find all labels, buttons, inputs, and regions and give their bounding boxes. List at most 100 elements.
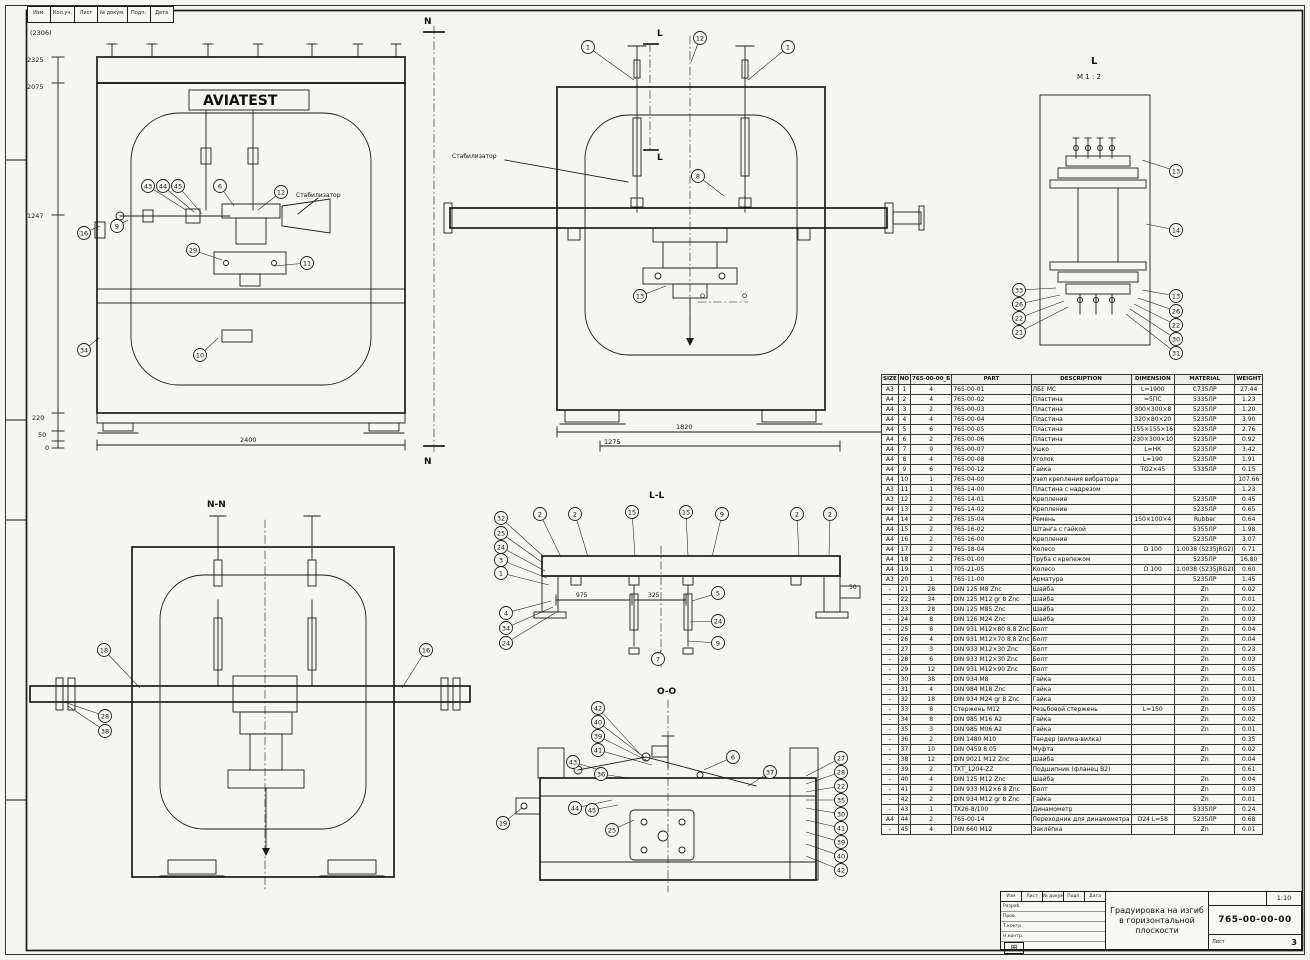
bom-cell: 3.90: [1234, 414, 1264, 425]
bom-cell: A4: [881, 394, 899, 405]
bom-cell: Колесо: [1030, 544, 1132, 555]
bom-cell: [1130, 614, 1176, 625]
bom-cell: D24 L=58: [1130, 814, 1176, 825]
bom-cell: 24: [897, 614, 912, 625]
bom-cell: Zn: [1174, 594, 1236, 605]
bom-cell: 8: [910, 614, 953, 625]
bom-cell: 3: [910, 644, 953, 655]
bom-cell: 8: [897, 454, 912, 465]
bom-cell: 12: [897, 494, 912, 505]
bom-cell: 8: [910, 624, 953, 635]
rev-cell: Подп.: [128, 7, 151, 22]
bom-cell: D 100: [1130, 544, 1176, 555]
bom-cell: -: [881, 714, 899, 725]
bom-cell: 765-14-02: [951, 504, 1032, 515]
bom-cell: 4: [910, 824, 953, 835]
bom-cell: 5235ЛР: [1174, 454, 1236, 465]
bom-cell: -: [881, 664, 899, 675]
bom-cell: ТХТ_1204-ZZ: [951, 764, 1032, 775]
bom-cell: A4: [881, 554, 899, 565]
tb-col: № докум.: [1043, 892, 1064, 901]
bom-cell: 2: [897, 394, 912, 405]
scale-spacer: [1209, 892, 1267, 905]
bom-cell: Колесо: [1030, 564, 1132, 575]
bom-cell: 4: [910, 394, 953, 405]
front-view: [51, 25, 445, 453]
bom-cell: Rubber: [1174, 514, 1236, 525]
bom-cell: 40: [897, 774, 912, 785]
bom-cell: 10: [897, 474, 912, 485]
bom-cell: Муфта: [1030, 744, 1132, 755]
bom-cell: [1130, 474, 1176, 485]
bom-cell: 4: [910, 384, 953, 395]
bom-cell: [1130, 654, 1176, 665]
bom-cell: 0.65: [1234, 504, 1264, 515]
bom-cell: Zn: [1174, 684, 1236, 695]
bom-cell: 320×80×20: [1130, 414, 1176, 425]
bom-cell: -: [881, 734, 899, 745]
bom-cell: Zn: [1174, 614, 1236, 625]
title-block-right: 1:10 765-00-00-00 Лист 3: [1209, 892, 1301, 949]
tb-col: Подп.: [1064, 892, 1085, 901]
bom-cell: -: [881, 594, 899, 605]
rev-cell: Лист: [75, 7, 98, 22]
bom-cell: Гайка: [1030, 464, 1132, 475]
bom-cell: 765-16-00: [951, 534, 1032, 545]
bom-cell: 38: [910, 674, 953, 685]
drawing-title-line2: в горизонтальной плоскости: [1119, 915, 1195, 935]
bom-header-cell: MATERIAL: [1174, 374, 1236, 385]
bom-cell: 39: [897, 764, 912, 775]
bom-cell: 6: [897, 434, 912, 445]
bom-cell: 765-00-12: [951, 464, 1032, 475]
bom-cell: 26: [897, 634, 912, 645]
bom-cell: 5235ЛР: [1174, 444, 1236, 455]
bom-cell: С735ЛР: [1174, 384, 1236, 395]
bom-cell: 33: [897, 704, 912, 715]
bom-cell: Шайба: [1030, 774, 1132, 785]
bom-cell: ЛБЕ МС: [1030, 384, 1132, 395]
bom-cell: 1: [910, 574, 953, 585]
bom-cell: A4: [881, 454, 899, 465]
bom-cell: [1174, 734, 1236, 745]
bom-cell: DIN 9021 M12 Znc: [951, 754, 1032, 765]
bom-cell: DIN 985 M06 A2: [951, 724, 1032, 735]
document-number: 765-00-00-00: [1209, 906, 1301, 935]
bom-cell: A4: [881, 404, 899, 415]
bom-cell: 2: [910, 764, 953, 775]
bom-cell: Подшипник (фланец В2): [1030, 764, 1132, 775]
bom-cell: A4: [881, 434, 899, 445]
bom-cell: [1174, 474, 1236, 485]
bom-cell: A4: [881, 544, 899, 555]
bom-cell: [1130, 554, 1176, 565]
tb-row-label: Н.контр.: [1001, 932, 1105, 942]
bom-cell: 0.64: [1234, 514, 1264, 525]
bom-cell: Пластина: [1030, 394, 1132, 405]
bom-cell: 4: [910, 774, 953, 785]
bom-cell: L=НК: [1130, 444, 1176, 455]
bom-cell: 0.23: [1234, 644, 1264, 655]
bom-cell: [1130, 684, 1176, 695]
bom-cell: Шайба: [1030, 754, 1132, 765]
bom-header-cell: 765-00-00_Б: [910, 374, 953, 385]
company-logo-icon: ⊞: [1004, 942, 1024, 954]
bom-cell: 765-14-00: [951, 484, 1032, 495]
scale-value: 1:10: [1276, 894, 1292, 902]
bom-cell: Резьбовой стержень: [1030, 704, 1132, 715]
bom-cell: Zn: [1174, 604, 1236, 615]
bom-cell: DIN 125 M85 Znc: [951, 604, 1032, 615]
bom-cell: DIN 931 M12×80 8.8 Znc: [951, 624, 1032, 635]
bom-cell: 1.45: [1234, 574, 1264, 585]
bom-cell: 4: [910, 454, 953, 465]
bom-cell: 0.61: [1234, 764, 1264, 775]
bom-cell: Zn: [1174, 624, 1236, 635]
